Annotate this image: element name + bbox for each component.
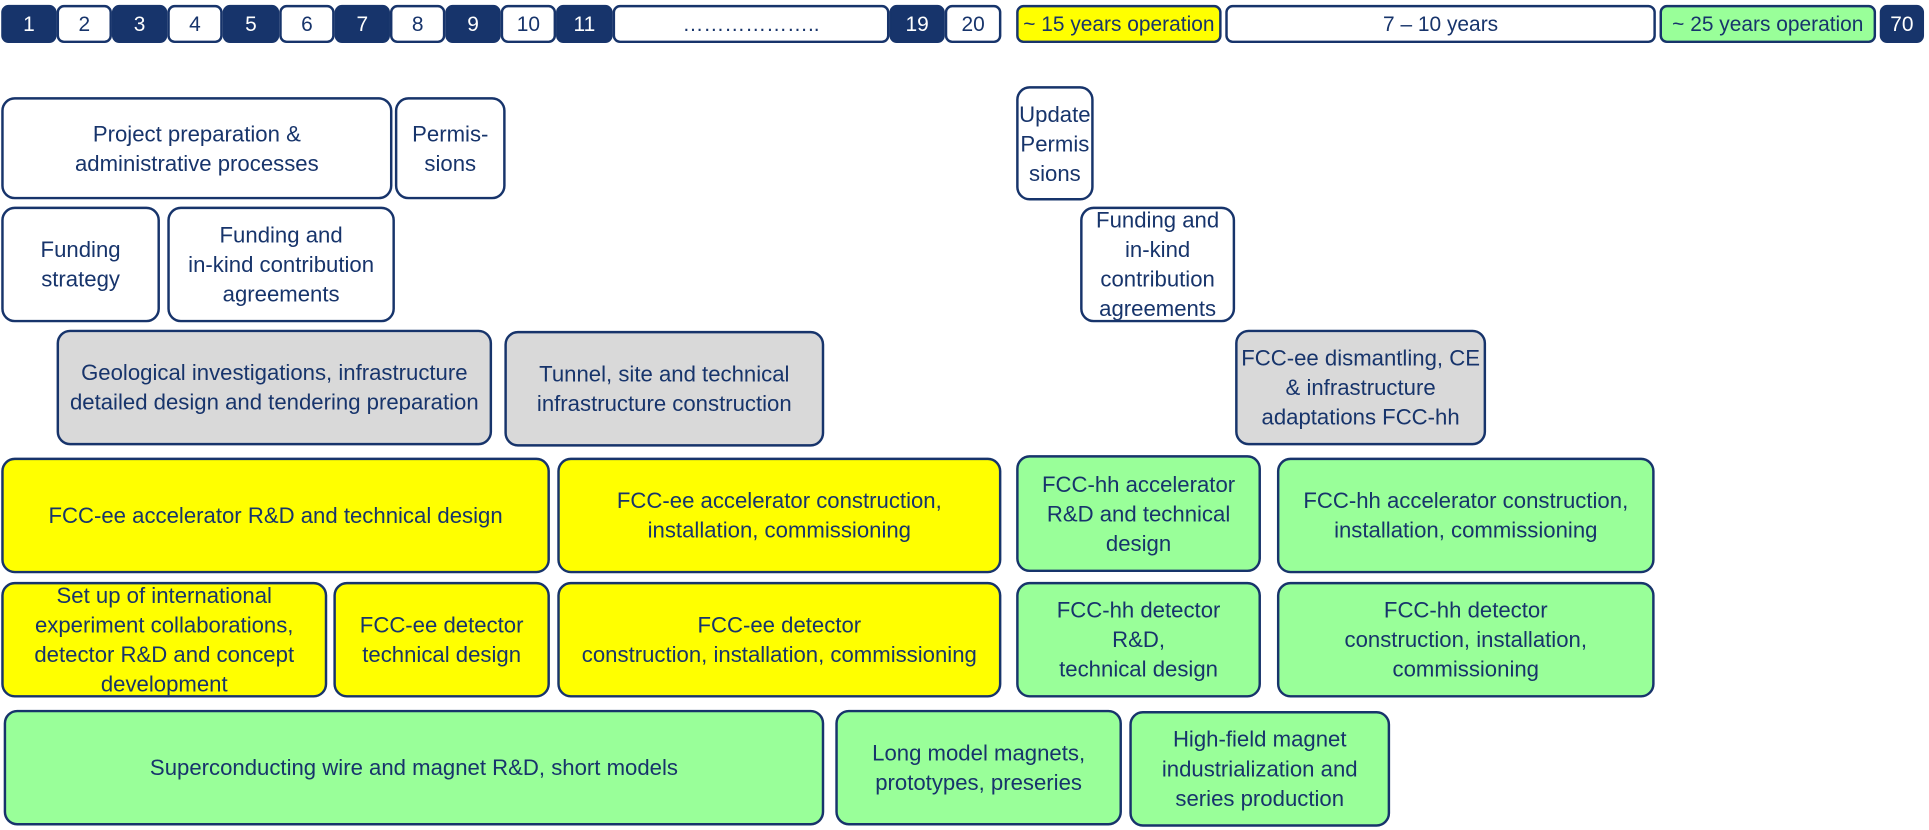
funding-agreements-box: Funding and in-kind contribution agreeme… [167,206,395,323]
long-model-magnets-box: Long model magnets, prototypes, preserie… [835,709,1122,826]
timeline-year-11: 11 [556,4,613,44]
timeline-year-3: 3 [111,4,168,44]
timeline-year-6: 6 [279,4,335,44]
high-field-magnet-box: High-field magnet industrialization and … [1129,711,1391,827]
timeline-year-8: 8 [389,4,446,44]
hh-accelerator-rd-box: FCC-hh accelerator R&D and technical des… [1016,455,1261,573]
superconducting-wire-box: Superconducting wire and magnet R&D, sho… [3,709,825,826]
funding-agreements-hh-box: Funding and in-kind contribution agreeme… [1080,206,1236,323]
dismantling-box: FCC-ee dismantling, CE & infrastructure … [1235,329,1487,446]
update-permissions-box: Update Permis sions [1016,86,1094,201]
timeline-ellipsis: ……………….. [612,4,890,44]
timeline-year-70: 70 [1879,4,1925,44]
timeline-year-19: 19 [889,4,945,44]
timeline-year-10: 10 [500,4,557,44]
tunnel-construction-box: Tunnel, site and technical infrastructur… [504,330,825,447]
ee-detector-construction-box: FCC-ee detector construction, installati… [557,581,1002,698]
timeline-year-20: 20 [944,4,1002,44]
timeline-year-5: 5 [222,4,280,44]
hh-accelerator-construction-box: FCC-hh accelerator construction, install… [1276,457,1655,574]
timeline-year-2: 2 [56,4,112,44]
collaborations-box: Set up of international experiment colla… [1,581,328,698]
timeline-year-4: 4 [167,4,223,44]
hh-detector-construction-box: FCC-hh detector construction, installati… [1276,581,1655,698]
timeline-hh-operation: ~ 25 years operation [1659,4,1877,44]
funding-strategy-box: Funding strategy [1,206,160,323]
ee-accelerator-construction-box: FCC-ee accelerator construction, install… [557,457,1002,574]
timeline-year-7: 7 [334,4,390,44]
project-preparation-box: Project preparation & administrative pro… [1,97,393,200]
ee-detector-design-box: FCC-ee detector technical design [333,581,550,698]
timeline-ee-operation: ~ 15 years operation [1016,4,1222,44]
geological-investigations-box: Geological investigations, infrastructur… [56,329,493,446]
hh-detector-rd-box: FCC-hh detector R&D, technical design [1016,581,1261,698]
ee-accelerator-rd-box: FCC-ee accelerator R&D and technical des… [1,457,550,574]
timeline-year-1: 1 [1,4,57,44]
timeline-transition: 7 – 10 years [1225,4,1656,44]
timeline-year-9: 9 [445,4,501,44]
permissions-box: Permis- sions [394,97,506,200]
